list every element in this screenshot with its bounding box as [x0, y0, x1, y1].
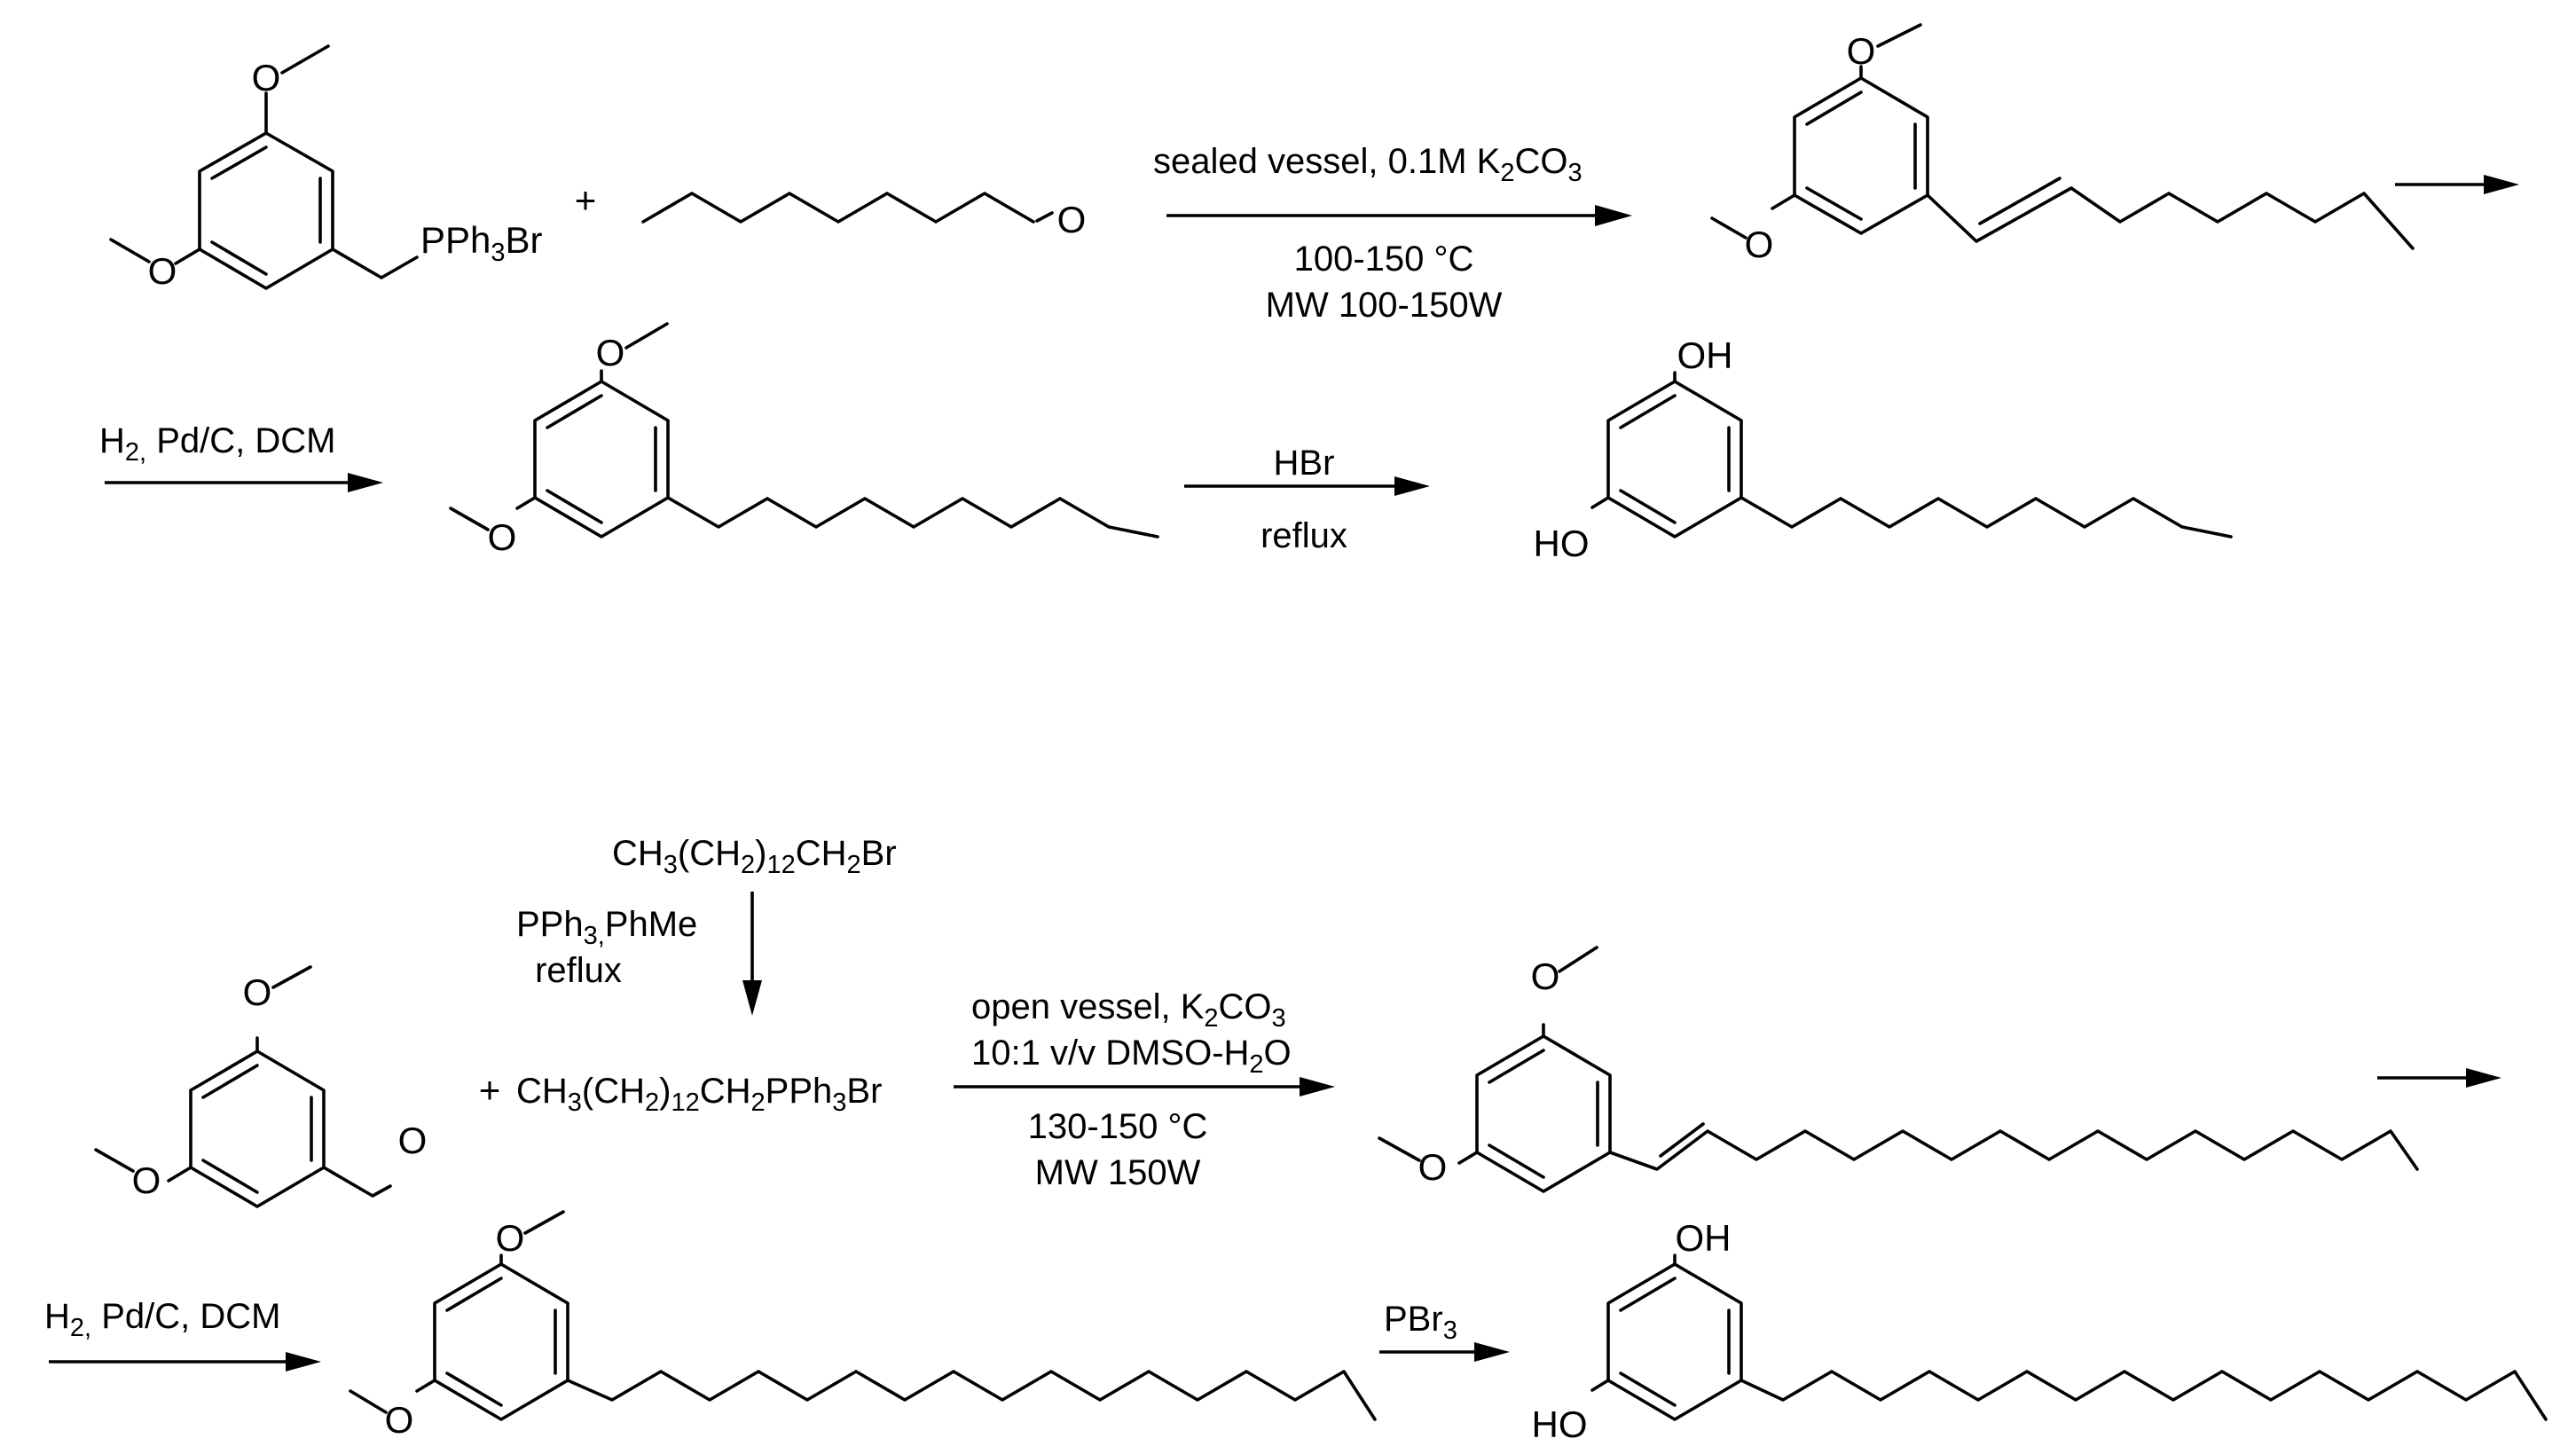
- reaction-arrow-hydrogenation-2: H2, Pd/C, DCM: [44, 1297, 321, 1371]
- reaction-arrow-step2: H2, Pd/C, DCM: [99, 421, 383, 492]
- atom-o-top: O: [1531, 955, 1560, 997]
- salt-prep-condition-reflux: reflux: [535, 951, 622, 990]
- atom-ho-left: HO: [1532, 1403, 1588, 1445]
- reaction-arrow-continue: [2395, 175, 2519, 194]
- atom-o-top: O: [1847, 30, 1876, 72]
- step1-condition-microwave: MW 100-150W: [1266, 286, 1503, 325]
- atom-o-left: O: [1745, 224, 1774, 265]
- atom-o-top: O: [252, 57, 281, 98]
- atom-oh-top: OH: [1677, 334, 1733, 376]
- compound-dimethoxybenzaldehyde: O O O: [94, 965, 428, 1208]
- hydrogenation-condition: H2, Pd/C, DCM: [44, 1297, 280, 1342]
- atom-o-left: O: [1418, 1146, 1448, 1188]
- compound-long-alkylresorcinol: OH HO: [1532, 1217, 2548, 1445]
- ylide-salt-formula: CH3(CH2)12CH2PPh3Br: [516, 1072, 882, 1117]
- step2-condition-hydrogenation: H2, Pd/C, DCM: [99, 421, 335, 467]
- reaction-arrow-step1: sealed vessel, 0.1M K2CO3 100-150 °C MW …: [1153, 142, 1632, 325]
- atom-o-top: O: [596, 332, 625, 373]
- reaction-arrow-demethylation: PBr3: [1379, 1300, 1510, 1362]
- demethylation-condition: PBr3: [1384, 1300, 1457, 1345]
- compound-benzylphosphonium-salt: O O PPh3Br: [109, 44, 543, 292]
- atom-o-top: O: [496, 1217, 525, 1259]
- atom-o-aldehyde: O: [1057, 199, 1087, 240]
- atom-o-left: O: [488, 516, 517, 558]
- step3-condition-reflux: reflux: [1261, 516, 1347, 555]
- reaction-arrow-continue-2: [2377, 1068, 2501, 1088]
- alkyl-bromide-formula: CH3(CH2)12CH2Br: [612, 834, 897, 879]
- salt-prep-condition-reagents: PPh3,PhMe: [516, 905, 697, 950]
- compound-methoxy-alkene: O O: [1710, 23, 2415, 265]
- wittig-condition-vessel: open vessel, K2CO3: [971, 987, 1286, 1033]
- plus-sign: +: [575, 179, 597, 221]
- scheme-1: O O PPh3Br + O sealed vessel, 0.1M K2CO3…: [99, 23, 2519, 564]
- compound-long-methoxy-alkane: O O: [349, 1210, 1377, 1441]
- compound-nonanal: O: [641, 192, 1087, 240]
- salt-formation-arrow: [742, 892, 762, 1016]
- atom-o-left: O: [132, 1159, 161, 1201]
- reaction-arrow-step3: HBr reflux: [1184, 444, 1430, 555]
- atom-o-top: O: [243, 971, 272, 1013]
- atom-o-left: O: [385, 1399, 414, 1441]
- wittig-condition-temperature: 130-150 °C: [1028, 1107, 1208, 1146]
- phosphonium-salt-label: PPh3Br: [420, 219, 543, 267]
- atom-oh-top: OH: [1676, 1217, 1732, 1259]
- plus-sign: +: [479, 1069, 501, 1111]
- scheme-2: CH3(CH2)12CH2Br PPh3,PhMe reflux O O O +…: [44, 834, 2548, 1445]
- wittig-condition-solvent: 10:1 v/v DMSO-H2O: [971, 1034, 1292, 1079]
- compound-alkylresorcinol: OH HO: [1534, 334, 2233, 564]
- step1-condition-temperature: 100-150 °C: [1294, 240, 1474, 279]
- reaction-arrow-wittig: open vessel, K2CO3 10:1 v/v DMSO-H2O 130…: [954, 987, 1335, 1192]
- wittig-condition-microwave: MW 150W: [1035, 1153, 1201, 1192]
- step3-condition-reagent: HBr: [1274, 444, 1335, 483]
- atom-ho-left: HO: [1534, 523, 1590, 564]
- atom-o-left: O: [148, 250, 177, 292]
- atom-o-aldehyde: O: [398, 1120, 428, 1161]
- compound-methoxy-alkane: O O: [449, 322, 1159, 558]
- compound-long-methoxy-alkene: O O: [1378, 946, 2419, 1193]
- step1-condition-vessel: sealed vessel, 0.1M K2CO3: [1153, 142, 1583, 187]
